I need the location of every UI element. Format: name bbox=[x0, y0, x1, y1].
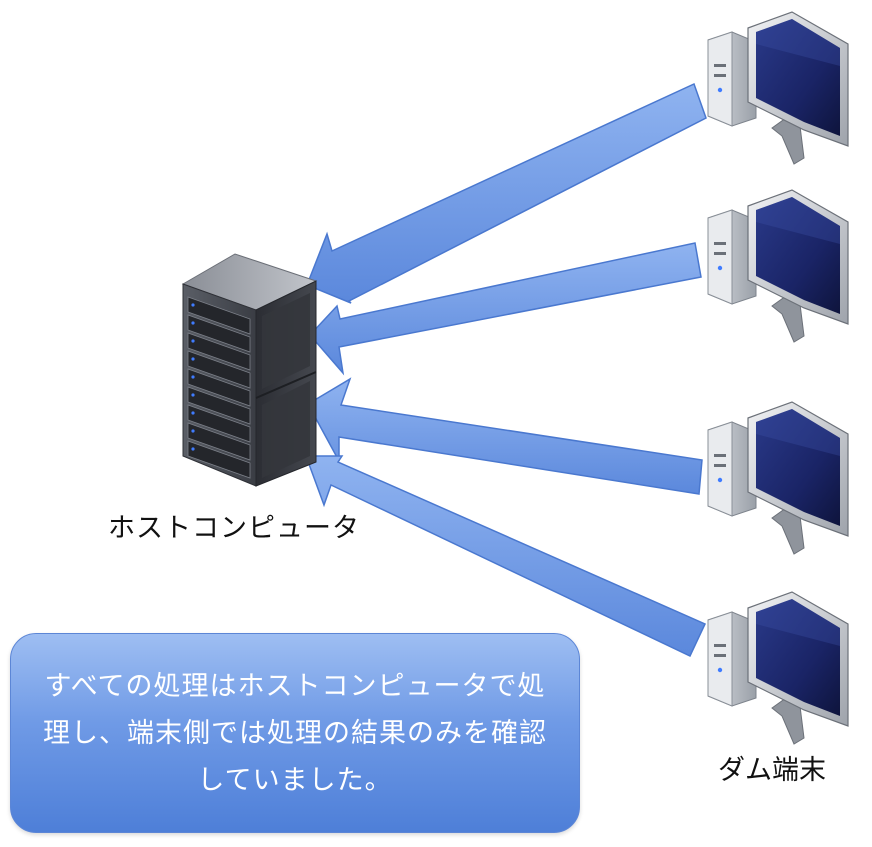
callout-text: すべての処理はホストコンピュータで処理し、端末側では処理の結果のみを確認していま… bbox=[43, 670, 547, 796]
server-rack-icon bbox=[181, 253, 318, 487]
dumb-terminal-label: ダム端末 bbox=[718, 755, 826, 786]
desktop-computer-icon bbox=[707, 591, 849, 745]
arrow-terminal-4 bbox=[304, 455, 707, 658]
host-computer-label: ホストコンピュータ bbox=[108, 513, 360, 544]
desktop-computer-icon bbox=[707, 11, 849, 165]
desktop-computer-icon bbox=[707, 189, 849, 343]
explanation-callout: すべての処理はホストコンピュータで処理し、端末側では処理の結果のみを確認していま… bbox=[10, 633, 580, 833]
arrow-terminal-3 bbox=[306, 377, 703, 495]
desktop-computer-icon bbox=[707, 401, 849, 555]
arrow-terminal-1 bbox=[306, 82, 707, 304]
arrow-terminal-2 bbox=[308, 242, 702, 376]
